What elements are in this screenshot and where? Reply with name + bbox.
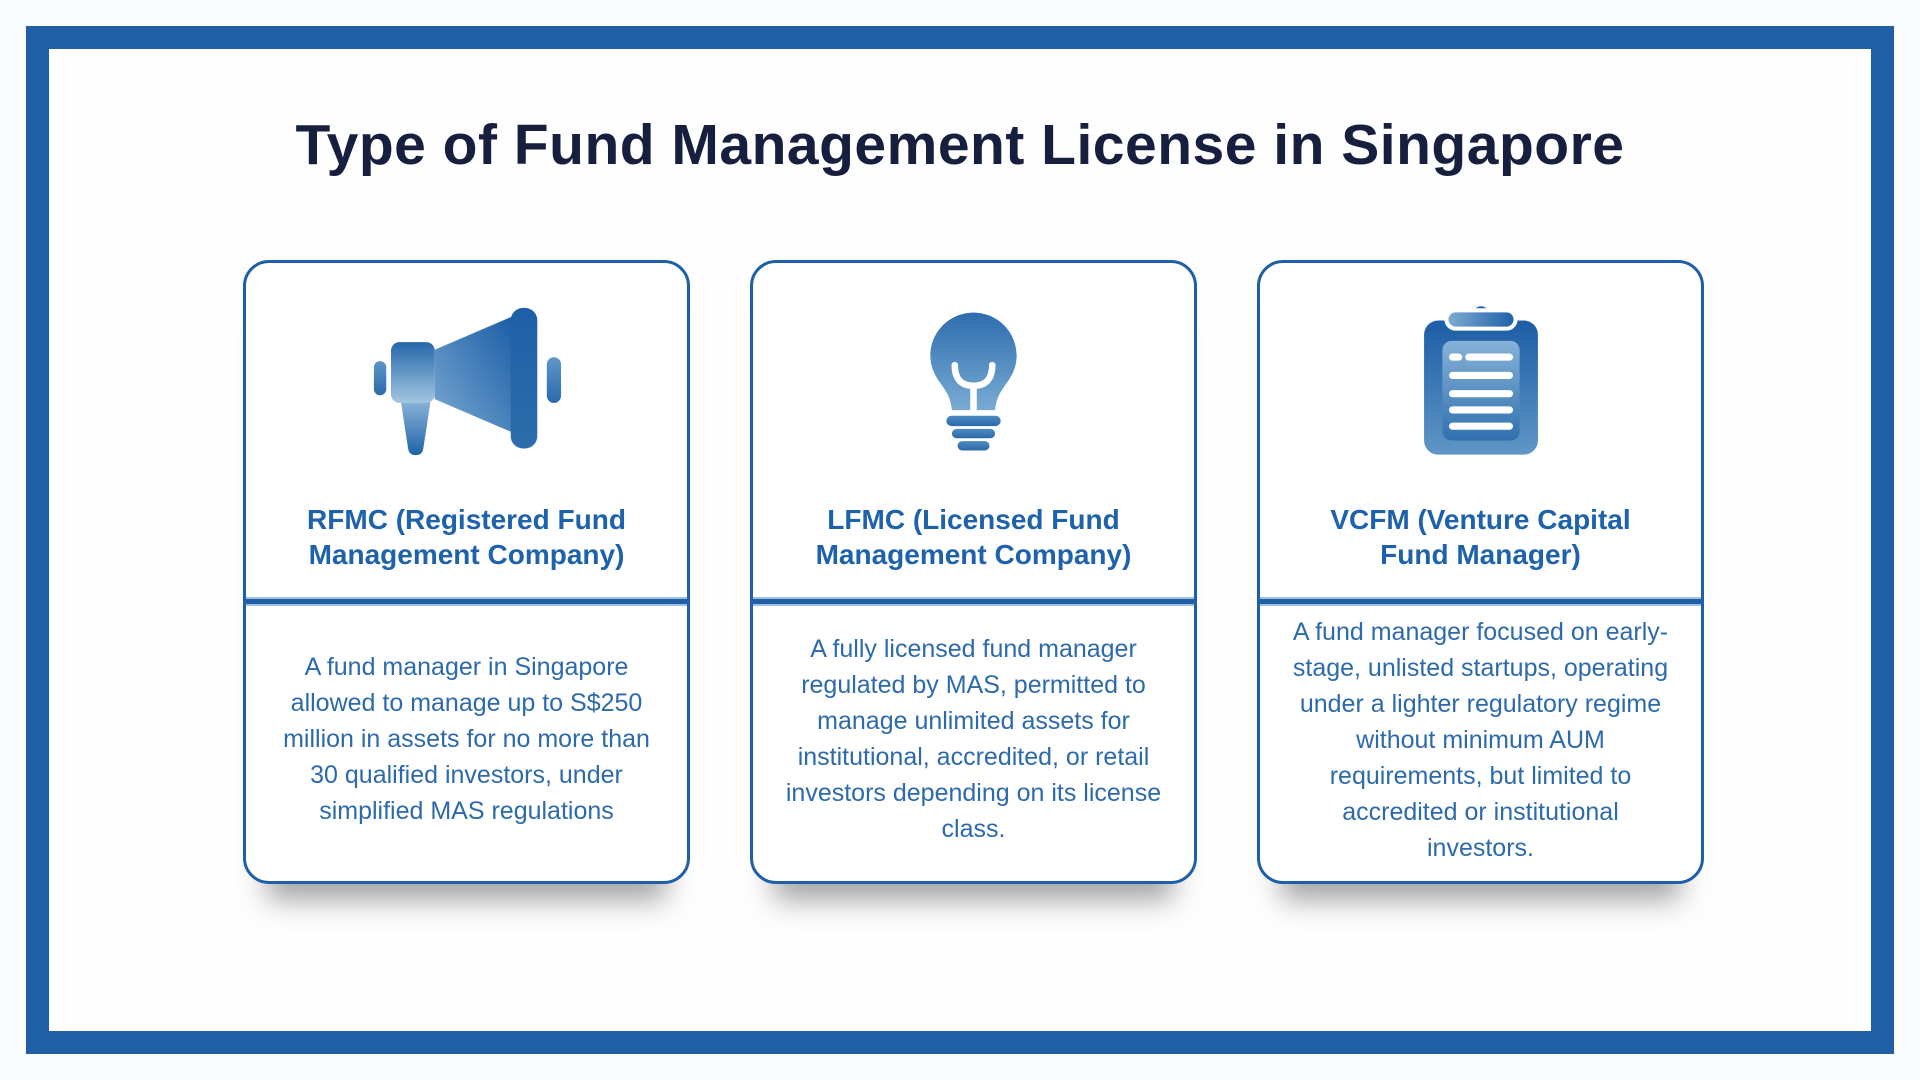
card-lfmc-title: LFMC (Licensed Fund Management Company) bbox=[815, 504, 1132, 570]
card-rfmc-top: RFMC (Registered Fund Management Company… bbox=[246, 263, 687, 597]
card-lfmc-top: LFMC (Licensed Fund Management Company) bbox=[753, 263, 1194, 597]
lightbulb-icon bbox=[917, 273, 1030, 491]
license-cards-row: RFMC (Registered Fund Management Company… bbox=[243, 260, 1704, 884]
page-title: Type of Fund Management License in Singa… bbox=[295, 113, 1625, 177]
card-lfmc: LFMC (Licensed Fund Management Company) … bbox=[750, 260, 1197, 884]
card-rfmc: RFMC (Registered Fund Management Company… bbox=[243, 260, 690, 884]
megaphone-icon bbox=[372, 273, 562, 491]
card-rfmc-title: RFMC (Registered Fund Management Company… bbox=[307, 504, 626, 570]
card-vcfm: VCFM (Venture Capital Fund Manager) A fu… bbox=[1257, 260, 1704, 884]
card-vcfm-description: A fund manager focused on early-stage, u… bbox=[1292, 618, 1669, 862]
card-lfmc-divider bbox=[753, 597, 1194, 606]
card-lfmc-description: A fully licensed fund manager regulated … bbox=[785, 634, 1162, 843]
card-vcfm-top: VCFM (Venture Capital Fund Manager) bbox=[1260, 263, 1701, 597]
card-rfmc-divider bbox=[246, 597, 687, 606]
card-vcfm-divider bbox=[1260, 597, 1701, 606]
clipboard-icon bbox=[1420, 273, 1542, 491]
card-rfmc-description: A fund manager in Singapore allowed to m… bbox=[283, 652, 650, 825]
card-vcfm-title: VCFM (Venture Capital Fund Manager) bbox=[1330, 504, 1631, 570]
